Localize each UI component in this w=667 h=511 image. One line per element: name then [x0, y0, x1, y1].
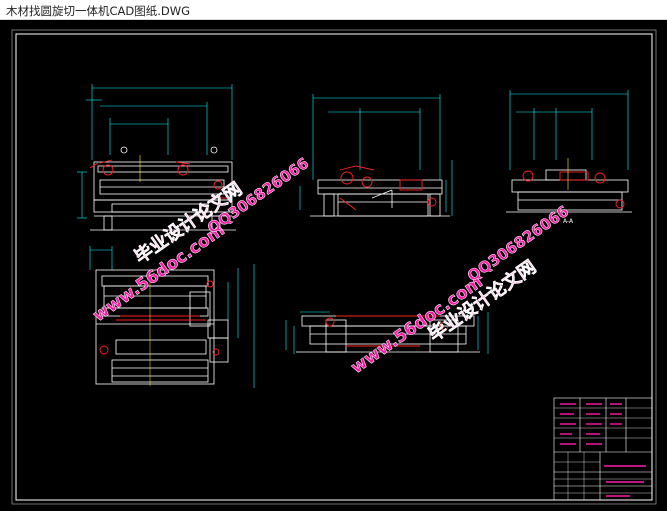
section-view-a-a: A-A [506, 90, 632, 225]
drawing-border [15, 33, 653, 501]
window-titlebar: 木材找圆旋切一体机CAD图纸.DWG [0, 0, 667, 20]
title-block [553, 397, 653, 501]
cad-drawing: A-A [11, 29, 657, 505]
section-label: A-A [563, 218, 574, 225]
drawing-outer-border [11, 29, 657, 505]
top-view [89, 246, 255, 388]
side-view [299, 94, 453, 217]
cad-canvas[interactable]: A-A [0, 20, 667, 511]
window-title: 木材找圆旋切一体机CAD图纸.DWG [6, 4, 191, 18]
bottom-side-view [285, 311, 489, 354]
front-view [77, 84, 236, 231]
